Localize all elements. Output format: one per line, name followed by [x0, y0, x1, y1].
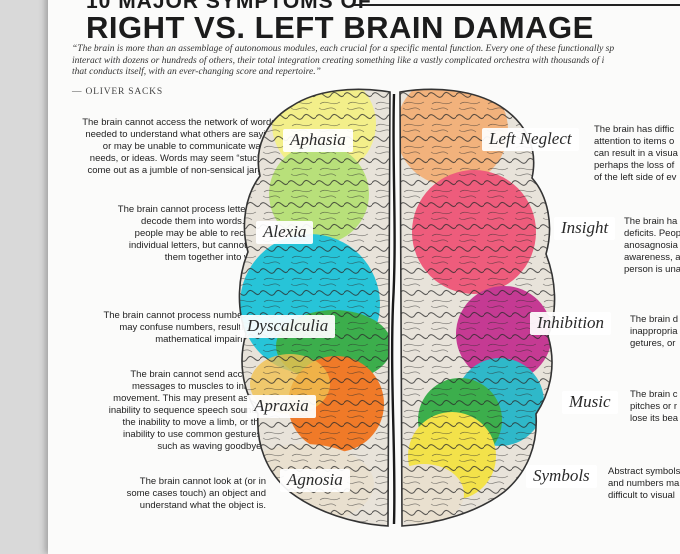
aphasia-label: Aphasia — [283, 129, 353, 152]
quote-line: that conducts itself, with an ever-chang… — [72, 67, 321, 77]
left-neglect-description: The brain has diffic attention to items … — [594, 124, 678, 183]
quote: “The brain is more than an assemblage of… — [72, 44, 680, 79]
poster-title: RIGHT VS. LEFT BRAIN DAMAGE — [86, 10, 594, 45]
agnosia-description: The brain cannot look at (or in some cas… — [126, 476, 266, 511]
longitudinal-fissure — [390, 93, 396, 525]
quote-line: “The brain is more than an assemblage of… — [72, 44, 615, 54]
symbols-description: Abstract symbols and numbers ma difficul… — [608, 466, 680, 501]
header-rule — [354, 4, 680, 6]
symbols-label: Symbols — [526, 465, 597, 488]
inhibition-description: The brain d inappropria getures, or — [630, 314, 679, 349]
inhibition-label: Inhibition — [530, 312, 612, 335]
quote-line: interact with dozens or hundreds of othe… — [72, 55, 605, 66]
music-label: Music — [562, 391, 618, 414]
poster-kicker: 10 MAJOR SYMPTOMS OF — [86, 0, 372, 13]
apraxia-label: Apraxia — [247, 395, 316, 418]
quote-author: — OLIVER SACKS — [72, 87, 163, 97]
left-hemisphere — [239, 89, 390, 526]
brain-illustration — [238, 88, 556, 527]
dyscalculia-label: Dyscalculia — [240, 315, 336, 338]
left-neglect-label: Left Neglect — [482, 128, 579, 151]
music-description: The brain c pitches or r lose its bea — [630, 389, 679, 424]
alexia-label: Alexia — [256, 221, 314, 244]
insight-description: The brain ha deficits. Peop anosagnosia … — [624, 216, 680, 275]
agnosia-label: Agnosia — [280, 469, 350, 492]
right-hemisphere — [400, 89, 555, 526]
insight-label: Insight — [554, 217, 616, 240]
